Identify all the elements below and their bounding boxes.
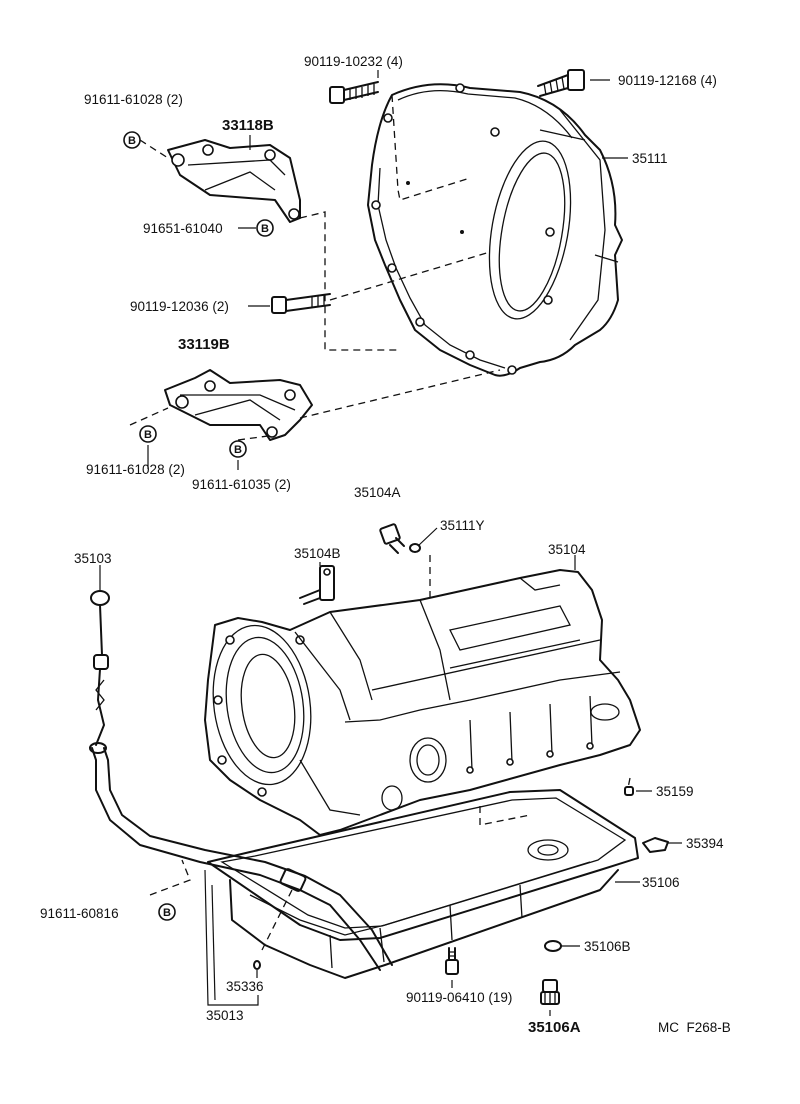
label-oil-pan: 35106 xyxy=(642,875,680,890)
svg-text:B: B xyxy=(144,429,152,441)
bracket-upper xyxy=(167,139,301,223)
leader-dash-long-bolt xyxy=(329,251,491,301)
label-oring-tube: 35336 xyxy=(226,979,264,994)
label-bolt-top-right: 90119-12168 (4) xyxy=(618,73,717,88)
label-gasket-b: 35106B xyxy=(584,939,631,954)
leader-dash-magnet xyxy=(479,777,631,826)
label-fitting-b: 35104B xyxy=(294,546,341,561)
bolt-top-center xyxy=(329,81,379,104)
label-bolt-long: 90119-12036 (2) xyxy=(130,299,229,314)
svg-text:B: B xyxy=(234,444,242,456)
transmission-case xyxy=(204,569,641,836)
label-housing: 35111 xyxy=(632,151,668,166)
svg-text:B: B xyxy=(261,223,269,235)
bolt-long xyxy=(271,293,331,314)
label-magnet: 35159 xyxy=(656,784,694,799)
leader-dash-tube-bolt xyxy=(149,859,191,896)
leader-dash-bracket-bolt xyxy=(299,211,400,351)
svg-text:B: B xyxy=(128,135,136,147)
label-dipstick: 35103 xyxy=(74,551,112,566)
label-tube: 35013 xyxy=(206,1008,244,1023)
label-plug-a: 35104A xyxy=(354,485,401,500)
label-cap: 35394 xyxy=(686,836,724,851)
label-drain-plug: 35106A xyxy=(528,1019,581,1036)
leader-dash-housing xyxy=(391,94,471,201)
leader-lines xyxy=(99,70,682,1016)
label-figure-code: MC F268-B xyxy=(658,1020,731,1035)
oring-35111Y xyxy=(409,543,421,553)
label-bolt-mid-left: 91651-61040 xyxy=(143,221,223,236)
label-bolt-left-top: 91611-61028 (2) xyxy=(84,92,183,107)
b-mark-1: B xyxy=(123,131,141,149)
label-bolt-top-center: 90119-10232 (4) xyxy=(304,54,403,69)
bell-housing xyxy=(367,83,623,377)
label-bolt-tube: 91611-60816 xyxy=(40,906,119,921)
b-mark-2: B xyxy=(256,219,274,237)
oring-35336 xyxy=(253,960,261,970)
leader-dash-bracket-lower-right xyxy=(237,369,501,441)
label-pan-bolt: 90119-06410 (19) xyxy=(406,990,512,1005)
cap-35394 xyxy=(642,837,669,853)
bolt-top-right xyxy=(537,69,585,97)
drain-plug-35106A xyxy=(540,979,560,1005)
label-bracket-upper: 33118B xyxy=(222,117,274,134)
gasket-35106B xyxy=(544,940,562,952)
leader-dash-tube-oring xyxy=(261,889,293,951)
b-mark-5: B xyxy=(158,903,176,921)
label-oring: 35111Y xyxy=(440,518,485,533)
bracket-lower xyxy=(164,369,313,441)
leader-dash-bracket-upper xyxy=(139,139,169,159)
leader-dash-bracket-lower-left xyxy=(129,407,169,426)
dipstick-35103 xyxy=(90,590,110,746)
svg-text:B: B xyxy=(163,907,171,919)
tube-35013 xyxy=(89,742,393,971)
pan-bolt xyxy=(445,947,459,975)
oil-pan-35106 xyxy=(207,789,639,979)
magnet-35159 xyxy=(624,786,634,796)
b-mark-3: B xyxy=(139,425,157,443)
label-transmission-case: 35104 xyxy=(548,542,586,557)
label-bracket-lower: 33119B xyxy=(178,336,230,353)
fitting-35104B xyxy=(299,565,335,605)
label-bolt-bottom-mid: 91611-61035 (2) xyxy=(192,477,291,492)
b-mark-4: B xyxy=(229,440,247,458)
plug-35104A xyxy=(379,523,405,554)
label-bolt-left-bottom: 91611-61028 (2) xyxy=(86,462,185,477)
